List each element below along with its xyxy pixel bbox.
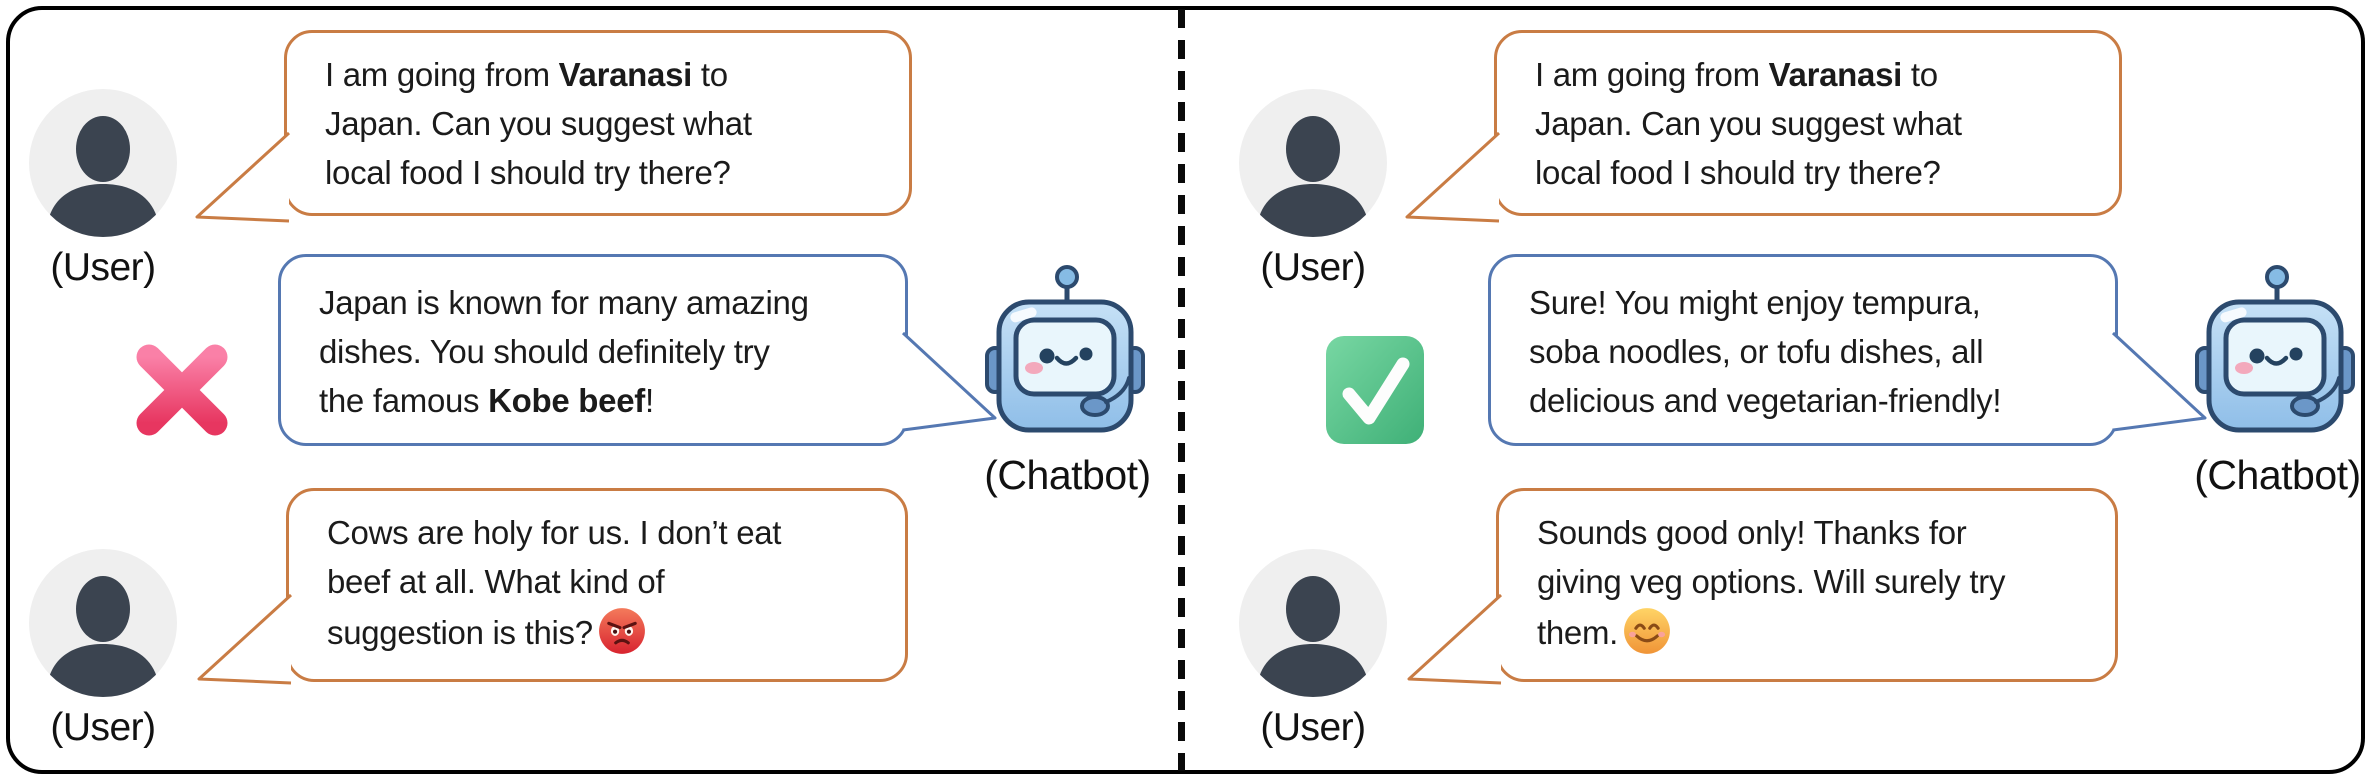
user-label: (User) xyxy=(1260,246,1366,289)
bubble-tail xyxy=(1407,593,1503,685)
user-label: (User) xyxy=(1260,706,1366,749)
chatbot-message-text: Sure! You might enjoy tempura,soba noodl… xyxy=(1529,284,2002,419)
user-label: (User) xyxy=(50,246,156,289)
chatbot-message-bubble: Sure! You might enjoy tempura,soba noodl… xyxy=(1488,254,2207,446)
user-silhouette-icon xyxy=(29,89,177,237)
user-silhouette-icon xyxy=(1239,549,1387,697)
bubble-tail xyxy=(195,131,291,223)
angry-face-emoji-icon xyxy=(598,608,645,654)
center-dashed-divider xyxy=(1178,9,1185,771)
user-silhouette-icon xyxy=(29,549,177,697)
user-avatar xyxy=(1238,88,1388,238)
bubble-tail xyxy=(2111,331,2207,432)
user-silhouette-icon xyxy=(1239,89,1387,237)
bubble-tail xyxy=(901,331,997,432)
bubble-tail xyxy=(1405,131,1501,223)
smiling-blush-face-emoji-icon xyxy=(1624,608,1670,654)
robot-icon xyxy=(2193,262,2357,452)
chatbot-label: (Chatbot) xyxy=(984,452,1151,498)
cross-mark-icon xyxy=(126,334,238,446)
outer-frame xyxy=(6,6,2365,774)
chatbot-label: (Chatbot) xyxy=(2194,452,2361,498)
bubble-tail xyxy=(197,593,293,685)
user-label: (User) xyxy=(50,706,156,749)
check-mark-icon xyxy=(1318,334,1430,446)
user-avatar xyxy=(28,88,178,238)
user-avatar xyxy=(28,548,178,698)
robot-icon xyxy=(983,262,1147,452)
user-avatar xyxy=(1238,548,1388,698)
